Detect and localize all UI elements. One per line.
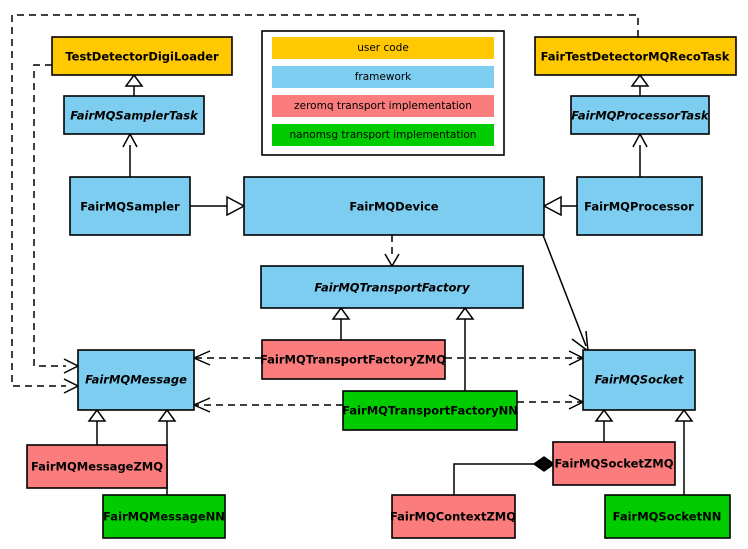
node-fairmqprocessor[interactable]: FairMQProcessor bbox=[576, 176, 703, 236]
node-fairmqsocketzmq[interactable]: FairMQSocketZMQ bbox=[552, 441, 676, 486]
node-label-fairmqtransportfactorynn: FairMQTransportFactoryNN bbox=[342, 404, 518, 418]
node-fairmqsampler[interactable]: FairMQSampler bbox=[69, 176, 191, 236]
legend-swatch-framework bbox=[272, 66, 494, 88]
node-fairmqtransportfactory[interactable]: FairMQTransportFactory bbox=[260, 265, 524, 309]
node-fairmqmessage[interactable]: FairMQMessage bbox=[77, 349, 195, 411]
arrowhead-tfzmq-to-transportfactory bbox=[331, 306, 351, 320]
node-rect-fairmqsamplertask[interactable] bbox=[63, 95, 205, 135]
node-fairmqprocessortask[interactable]: FairMQProcessorTask bbox=[570, 95, 710, 135]
node-label-fairmqtransportfactory: FairMQTransportFactory bbox=[314, 281, 470, 295]
arrowhead-processor-to-device bbox=[542, 195, 562, 217]
node-label-fairmqprocessortask: FairMQProcessorTask bbox=[571, 109, 710, 123]
node-fairmqmessagenn[interactable]: FairMQMessageNN bbox=[102, 494, 226, 539]
arrowhead-samplertask-to-digiloader bbox=[124, 73, 144, 87]
node-fairmqsocket[interactable]: FairMQSocket bbox=[582, 349, 696, 411]
node-label-fairmqsamplertask: FairMQSamplerTask bbox=[70, 109, 199, 123]
legend-swatch-user-code bbox=[272, 37, 494, 59]
node-fairmqtransportfactorynn[interactable]: FairMQTransportFactoryNN bbox=[342, 390, 518, 431]
node-layer: TestDetectorDigiLoader FairMQSamplerTask… bbox=[26, 36, 737, 539]
arrowhead-socketnn-to-socket bbox=[674, 408, 694, 422]
node-rect-fairmqsampler[interactable] bbox=[69, 176, 191, 236]
arrowhead-digiloader-to-message bbox=[63, 358, 80, 374]
node-rect-fairmqsocketzmq[interactable] bbox=[552, 441, 676, 486]
node-label-fairmqmessagezmq: FairMQMessageZMQ bbox=[31, 460, 163, 474]
node-label-fairmqsocket: FairMQSocket bbox=[595, 373, 684, 387]
arrowhead-socketzmq-to-socket bbox=[594, 408, 614, 422]
legend-swatch-zeromq bbox=[272, 95, 494, 117]
edge-contextzmq-to-socketzmq bbox=[453, 463, 534, 495]
node-label-fairtestdetectormqrecotask: FairTestDetectorMQRecoTask bbox=[541, 50, 730, 64]
node-rect-fairmqmessagenn[interactable] bbox=[102, 494, 226, 539]
node-label-fairmqprocessor: FairMQProcessor bbox=[584, 200, 694, 214]
node-fairmqcontextzmq[interactable]: FairMQContextZMQ bbox=[390, 494, 516, 539]
node-rect-testdetectordigiloader[interactable] bbox=[51, 36, 233, 76]
node-fairmqsocketnn[interactable]: FairMQSocketNN bbox=[604, 494, 731, 539]
legend-label-zeromq: zeromq transport implementation bbox=[294, 100, 472, 112]
node-label-fairmqsocketnn: FairMQSocketNN bbox=[613, 510, 722, 524]
legend-swatch-nanomsg bbox=[272, 124, 494, 146]
node-rect-fairmqdevice[interactable] bbox=[243, 176, 545, 236]
node-label-fairmqsocketzmq: FairMQSocketZMQ bbox=[555, 457, 674, 471]
node-fairmqmessagezmq[interactable]: FairMQMessageZMQ bbox=[26, 444, 168, 489]
legend-label-user-code: user code bbox=[357, 42, 409, 54]
node-label-fairmqcontextzmq: FairMQContextZMQ bbox=[390, 510, 516, 524]
node-rect-fairmqtransportfactorynn[interactable] bbox=[342, 390, 518, 431]
arrowhead-sampler-to-device bbox=[226, 195, 246, 217]
legend-label-nanomsg: nanomsg transport implementation bbox=[290, 129, 477, 141]
node-testdetectordigiloader[interactable]: TestDetectorDigiLoader bbox=[51, 36, 233, 76]
node-label-fairmqdevice: FairMQDevice bbox=[349, 200, 438, 214]
node-label-testdetectordigiloader: TestDetectorDigiLoader bbox=[65, 50, 219, 64]
node-fairtestdetectormqrecotask[interactable]: FairTestDetectorMQRecoTask bbox=[534, 36, 737, 76]
node-rect-fairmqmessagezmq[interactable] bbox=[26, 444, 168, 489]
arrowhead-device-to-socket bbox=[571, 330, 589, 353]
edge-layer bbox=[11, 14, 694, 495]
arrowhead-messagenn-to-message bbox=[157, 408, 177, 422]
arrowhead-processortask-to-recotask bbox=[630, 73, 650, 87]
arrowhead-tfnn-to-transportfactory bbox=[455, 306, 475, 320]
arrowhead-recotask-to-message bbox=[63, 378, 80, 394]
node-rect-fairmqsocketnn[interactable] bbox=[604, 494, 731, 539]
node-rect-fairmqtransportfactoryzmq[interactable] bbox=[261, 339, 446, 380]
node-rect-fairmqcontextzmq[interactable] bbox=[391, 494, 516, 539]
node-label-fairmqmessage: FairMQMessage bbox=[85, 373, 187, 387]
node-rect-fairmqsocket[interactable] bbox=[582, 349, 696, 411]
diamond-contextzmq-to-socketzmq bbox=[532, 456, 556, 472]
legend: user code framework zeromq transport imp… bbox=[261, 30, 505, 156]
node-rect-fairtestdetectormqrecotask[interactable] bbox=[534, 36, 737, 76]
node-label-fairmqmessagenn: FairMQMessageNN bbox=[103, 510, 225, 524]
node-rect-fairmqprocessor[interactable] bbox=[576, 176, 703, 236]
node-rect-fairmqprocessortask[interactable] bbox=[570, 95, 710, 135]
node-rect-fairmqtransportfactory[interactable] bbox=[260, 265, 524, 309]
node-rect-fairmqmessage[interactable] bbox=[77, 349, 195, 411]
node-fairmqdevice[interactable]: FairMQDevice bbox=[243, 176, 545, 236]
edge-digiloader-to-message bbox=[33, 64, 66, 367]
edge-recotask-to-message bbox=[11, 14, 639, 387]
arrowhead-device-to-transportfactory bbox=[384, 253, 400, 268]
node-fairmqsamplertask[interactable]: FairMQSamplerTask bbox=[63, 95, 205, 135]
arrowhead-messagezmq-to-message bbox=[87, 408, 107, 422]
node-label-fairmqtransportfactoryzmq: FairMQTransportFactoryZMQ bbox=[260, 353, 446, 367]
legend-label-framework: framework bbox=[355, 71, 412, 83]
node-fairmqtransportfactoryzmq[interactable]: FairMQTransportFactoryZMQ bbox=[260, 339, 446, 380]
edge-device-to-socket bbox=[542, 234, 587, 347]
node-label-fairmqsampler: FairMQSampler bbox=[80, 200, 180, 214]
